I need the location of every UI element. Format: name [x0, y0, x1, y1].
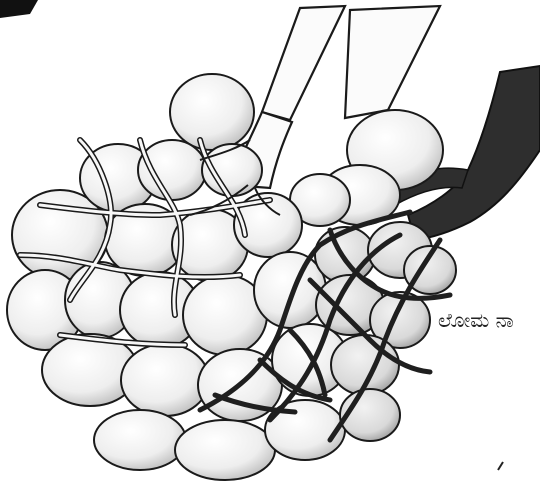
alveolus-sacs-back: [170, 74, 443, 226]
stray-mark: [498, 462, 503, 470]
corner-mark: [0, 0, 38, 18]
capillary-label: ಲೋಮ ನಾ: [438, 308, 514, 332]
alveolus-cluster-right: [315, 222, 456, 441]
